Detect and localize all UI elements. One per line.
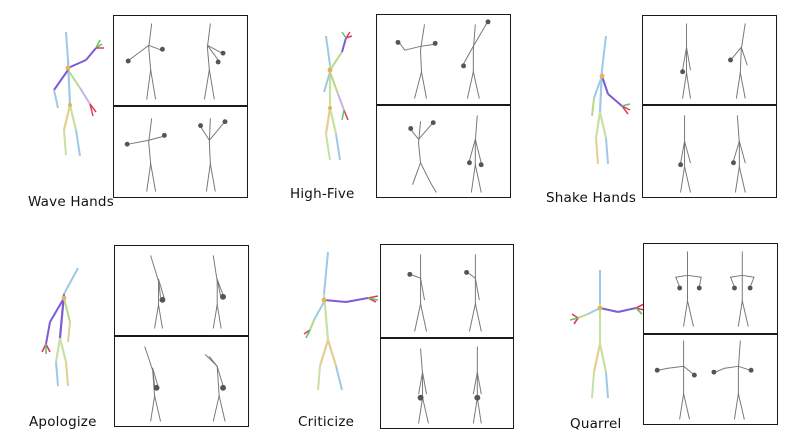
main-skeleton-shake-hands [580,32,640,172]
panel-top-wave-hands [113,15,248,106]
action-label-shake-hands: Shake Hands [546,190,637,206]
panel-top-criticize [380,244,514,338]
panel-top-high-five [376,14,511,105]
panel-bottom-shake-hands [642,105,777,198]
main-skeleton-wave-hands [38,30,110,170]
main-skeleton-criticize [300,250,382,400]
panel-bottom-high-five [376,105,511,198]
main-skeleton-apologize [38,266,98,396]
panel-bottom-quarrel [643,334,778,425]
panel-top-quarrel [643,243,778,334]
action-label-criticize: Criticize [298,414,355,430]
action-label-wave-hands: Wave Hands [28,194,114,210]
action-label-quarrel: Quarrel [570,416,622,432]
panel-bottom-wave-hands [113,106,248,198]
action-label-apologize: Apologize [29,414,97,430]
panel-bottom-apologize [114,336,249,427]
panel-top-shake-hands [642,15,777,105]
action-label-high-five: High-Five [290,186,355,202]
main-skeleton-high-five [308,30,368,170]
main-skeleton-quarrel [569,268,646,408]
panel-top-apologize [114,245,249,336]
panel-bottom-criticize [380,338,514,429]
